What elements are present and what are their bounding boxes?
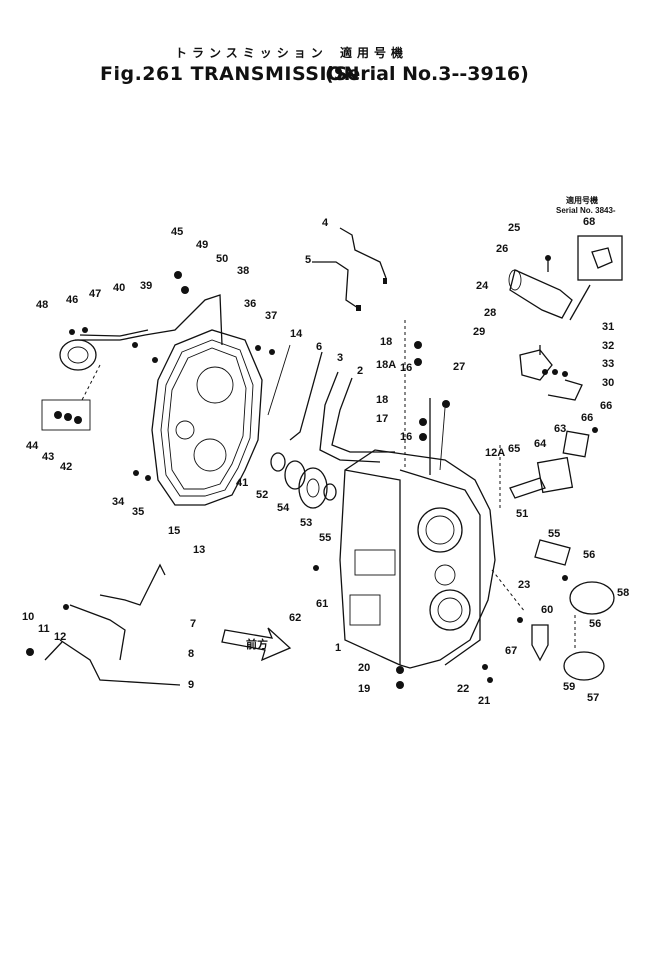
pipe-assembly-7-8-9 xyxy=(26,563,181,686)
callout: 19 xyxy=(358,683,370,695)
callout: 22 xyxy=(457,683,469,695)
pipe-assembly-4-5 xyxy=(312,227,387,311)
callout: 65 xyxy=(508,443,520,455)
callout: 47 xyxy=(89,288,101,300)
transmission-case xyxy=(339,398,496,669)
callout: 62 xyxy=(289,612,301,624)
callout: 55 xyxy=(319,532,331,544)
callout: 66 xyxy=(600,400,612,412)
callout: 27 xyxy=(453,361,465,373)
callout: 53 xyxy=(300,517,312,529)
bolt-group-42-44 xyxy=(41,399,91,431)
callout: 46 xyxy=(66,294,78,306)
callout: 41 xyxy=(236,477,248,489)
callout: 59 xyxy=(563,681,575,693)
callout: 48 xyxy=(36,299,48,311)
pipe-assembly-2-3-6-14 xyxy=(267,344,395,463)
callout: 3 xyxy=(337,352,343,364)
callout: 15 xyxy=(168,525,180,537)
callout: 6 xyxy=(316,341,322,353)
callout: 9 xyxy=(188,679,194,691)
callout: 25 xyxy=(508,222,520,234)
callout: 24 xyxy=(476,280,489,292)
rear-cover-gasket xyxy=(151,329,263,506)
callout: 10 xyxy=(22,611,34,623)
callout: 63 xyxy=(554,423,566,435)
callout-labels: 1 2 3 4 5 6 7 8 9 10 11 12 12A 13 14 15 … xyxy=(22,216,629,707)
callout: 66 xyxy=(581,412,593,424)
callout: 18A xyxy=(376,359,396,371)
figure-title: Fig.261 TRANSMISSION xyxy=(100,63,361,85)
callout: 17 xyxy=(376,413,388,425)
oil-line-assembly xyxy=(59,271,223,371)
callout: 39 xyxy=(140,280,152,292)
gear-set xyxy=(270,452,337,509)
callout: 16 xyxy=(400,362,412,374)
callout: 50 xyxy=(216,253,228,265)
callout: 12 xyxy=(54,631,66,643)
callout: 4 xyxy=(322,217,329,229)
callout: 58 xyxy=(617,587,629,599)
callout: 43 xyxy=(42,451,54,463)
callout: 33 xyxy=(602,358,614,370)
callout: 31 xyxy=(602,321,614,333)
callout: 16 xyxy=(400,431,412,443)
callout: 64 xyxy=(534,438,547,450)
callout: 14 xyxy=(290,328,303,340)
callout: 35 xyxy=(132,506,144,518)
callout: 60 xyxy=(541,604,553,616)
callout: 38 xyxy=(237,265,249,277)
callout: 2 xyxy=(357,365,363,377)
front-arrow-label: 前方 xyxy=(246,637,268,651)
callout: 23 xyxy=(518,579,530,591)
callout: 67 xyxy=(505,645,517,657)
plug-bolts xyxy=(133,341,493,689)
inset-note-serial: Serial No. 3843- xyxy=(556,206,616,215)
callout: 40 xyxy=(113,282,125,294)
callout: 61 xyxy=(316,598,328,610)
serial-japanese: 適用号機 xyxy=(340,46,409,60)
callout: 13 xyxy=(193,544,205,556)
front-direction-arrow: 前方 xyxy=(221,627,292,662)
callout: 32 xyxy=(602,340,614,352)
callout: 52 xyxy=(256,489,268,501)
shift-cylinder-assembly xyxy=(508,235,623,401)
callout: 5 xyxy=(305,254,311,266)
callout: 30 xyxy=(602,377,614,389)
inset-note-jp: 適用号機 xyxy=(566,195,598,205)
callout: 21 xyxy=(478,695,490,707)
callout: 26 xyxy=(496,243,508,255)
callout: 34 xyxy=(112,496,125,508)
callout: 57 xyxy=(587,692,599,704)
callout: 7 xyxy=(190,618,196,630)
callout: 1 xyxy=(335,642,341,654)
callout: 42 xyxy=(60,461,72,473)
callout: 8 xyxy=(188,648,194,660)
callout: 20 xyxy=(358,662,370,674)
callout: 37 xyxy=(265,310,277,322)
callout: 51 xyxy=(516,508,528,520)
callout: 56 xyxy=(583,549,595,561)
callout: 28 xyxy=(484,307,496,319)
leader-lines xyxy=(81,320,576,650)
callout: 12A xyxy=(485,447,505,459)
callout: 36 xyxy=(244,298,256,310)
callout: 44 xyxy=(26,440,39,452)
callout: 56 xyxy=(589,618,601,630)
callout: 45 xyxy=(171,226,183,238)
right-side-parts xyxy=(509,427,615,681)
callout: 55 xyxy=(548,528,560,540)
serial-range: (Serial No.3--3916) xyxy=(325,63,529,85)
callout: 54 xyxy=(277,502,290,514)
callout: 11 xyxy=(38,623,50,635)
callout: 68 xyxy=(583,216,595,228)
callout: 18 xyxy=(376,394,388,406)
title-japanese: トランスミッション xyxy=(175,46,328,60)
callout: 29 xyxy=(473,326,485,338)
callout: 18 xyxy=(380,336,392,348)
callout: 49 xyxy=(196,239,208,251)
figure-header: トランスミッション 適用号機 Fig.261 TRANSMISSION (Ser… xyxy=(0,0,662,110)
